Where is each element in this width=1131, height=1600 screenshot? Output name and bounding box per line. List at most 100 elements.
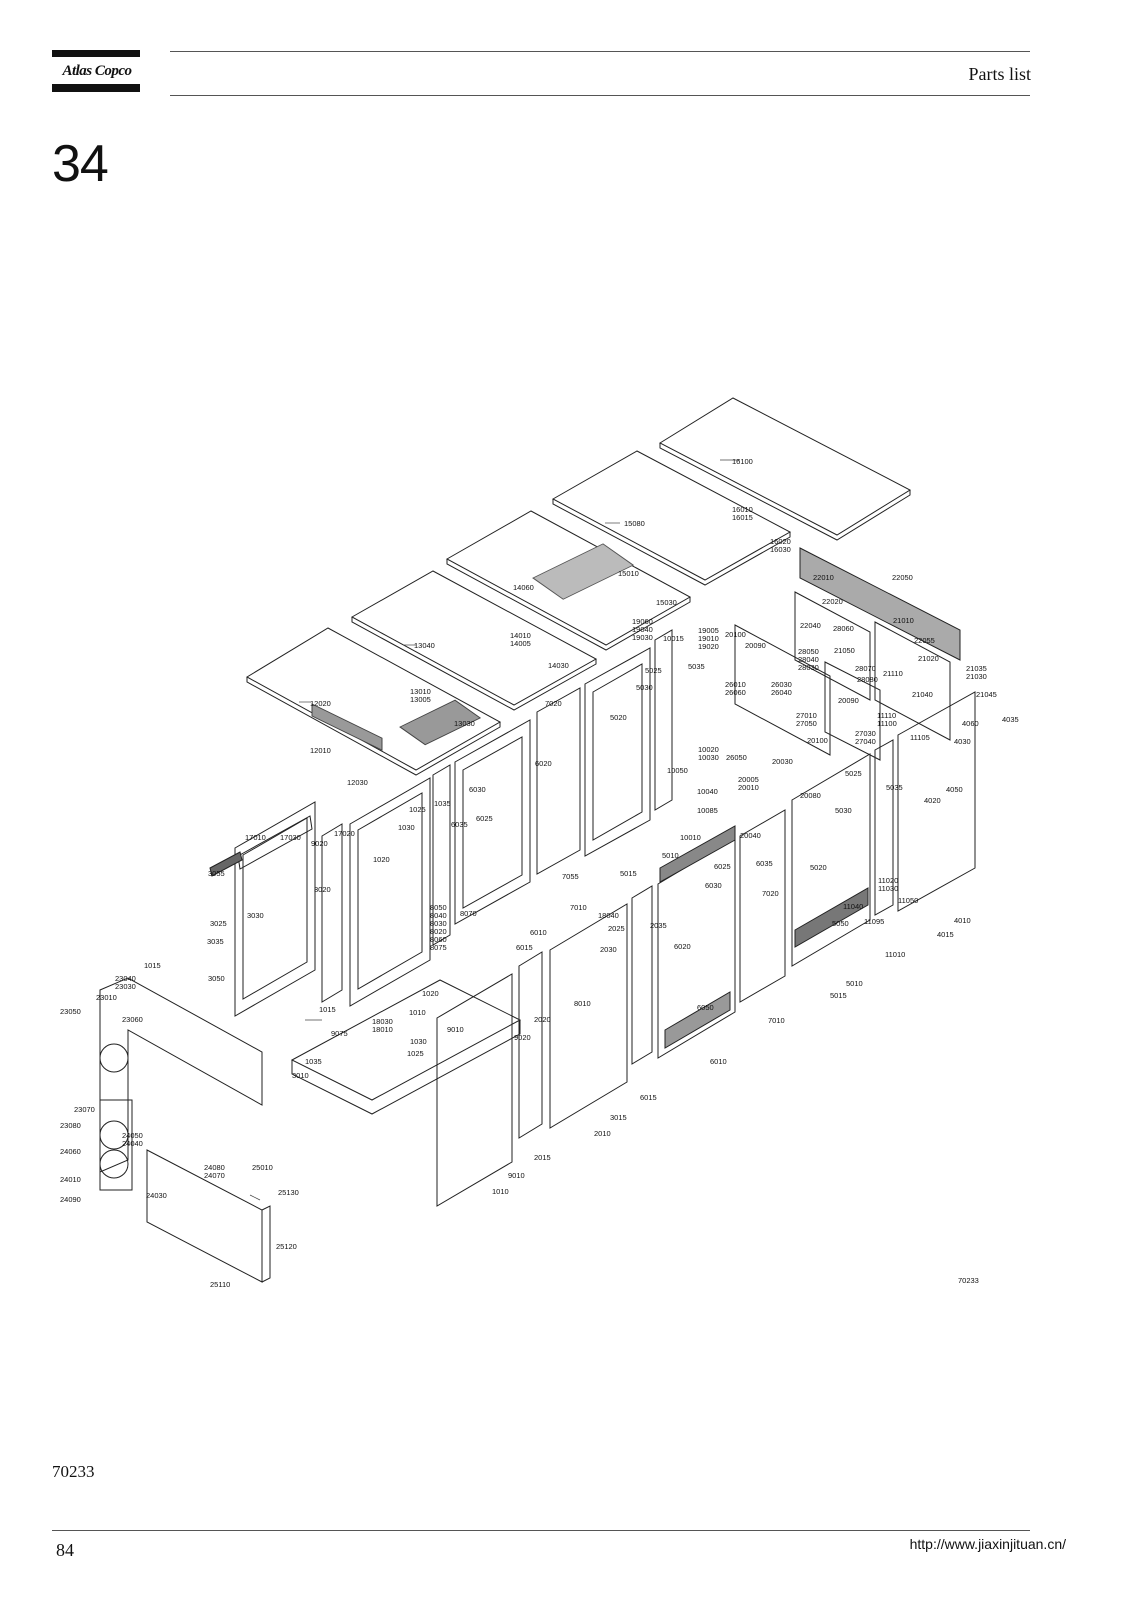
callout-2010: 3015 bbox=[610, 1113, 627, 1122]
callout-11020: 11020 11030 bbox=[878, 876, 899, 893]
callout-24060: 24050 24040 bbox=[122, 1131, 143, 1148]
callout-15010: 15010 bbox=[618, 569, 639, 578]
roof-panel-14 bbox=[445, 510, 692, 651]
roof-panel-12 bbox=[246, 627, 502, 776]
callout-10085: 10085 bbox=[697, 806, 718, 815]
callout-6030: 6030 bbox=[705, 881, 722, 890]
callout-7010: 7010 bbox=[768, 1016, 785, 1025]
callout-11050: 11050 bbox=[898, 896, 919, 905]
callout-12020: 12020 bbox=[310, 699, 331, 708]
callout-1025b: 1030 bbox=[410, 1037, 427, 1046]
drawing-reference: 70233 bbox=[958, 1276, 979, 1285]
header-rule-bottom bbox=[170, 95, 1030, 96]
callout-6025b: 6025 bbox=[476, 814, 493, 823]
callout-25010: 24080 24070 bbox=[204, 1163, 225, 1180]
callout-17010: 17010 bbox=[245, 833, 266, 842]
callout-11010: 11010 bbox=[885, 950, 906, 959]
callout-19005: 19005 19010 19020 bbox=[698, 626, 719, 651]
callout-14060: 14060 bbox=[513, 583, 534, 592]
callout-3055: 3055 bbox=[208, 869, 225, 878]
callout-7010b: 7010 bbox=[570, 903, 587, 912]
callout-3010: 1035 bbox=[305, 1057, 322, 1066]
footer-url[interactable]: http://www.jiaxinjituan.cn/ bbox=[909, 1536, 1066, 1552]
figure-number: 70233 bbox=[52, 1462, 95, 1481]
callout-1010: 1020 bbox=[422, 989, 439, 998]
callout-1025: 1025 bbox=[409, 805, 426, 814]
roof-panel-15 bbox=[551, 450, 792, 586]
callout-7020b: 7020 bbox=[762, 889, 779, 898]
callout-8050: 8050 8040 8030 8020 8060 8075 bbox=[430, 903, 447, 952]
callout-5020b: 5020 bbox=[810, 863, 827, 872]
section-number: 34 bbox=[52, 135, 109, 193]
logo-bar-bottom bbox=[52, 84, 140, 92]
callout-16010: 16010 16015 bbox=[732, 505, 753, 522]
page-number: 84 bbox=[56, 1540, 74, 1560]
callout-27030: 27030 27040 bbox=[855, 729, 876, 746]
callout-9010b: 2015 bbox=[534, 1153, 551, 1162]
callout-4010: 4010 bbox=[954, 916, 971, 925]
callout-20080: 20080 bbox=[800, 791, 821, 800]
strip-17 bbox=[209, 815, 313, 877]
callout-11105: 11105 bbox=[910, 733, 930, 742]
callout-5025: 5025 bbox=[645, 666, 662, 675]
callout-22055: 22055 bbox=[914, 636, 935, 645]
callout-24010: 24060 bbox=[60, 1147, 81, 1156]
callout-5035b: 5035 bbox=[886, 783, 903, 792]
callout-23010: 23040 23030 bbox=[115, 974, 136, 991]
callout-20090: 20090 bbox=[745, 641, 766, 650]
callout-23070: 23060 bbox=[122, 1015, 143, 1024]
callout-7055: 7055 bbox=[562, 872, 579, 881]
callout-21040: 21040 bbox=[912, 690, 933, 699]
callout-5020: 5020 bbox=[610, 713, 627, 722]
callout-16020: 16020 16030 bbox=[770, 537, 791, 554]
callout-6030b: 6030 bbox=[469, 785, 486, 794]
callout-14010: 14010 14005 bbox=[510, 631, 531, 648]
callout-20090b: 20090 bbox=[838, 696, 859, 705]
callout-23060: 23050 bbox=[60, 1007, 81, 1016]
callout-2025: 2025 bbox=[608, 924, 625, 933]
logo-bar-top bbox=[52, 50, 140, 57]
callout-12010: 12010 bbox=[310, 746, 331, 755]
callout-16100: 16100 bbox=[732, 457, 753, 466]
leader-lines bbox=[249, 459, 740, 1201]
callout-21050: 21050 bbox=[834, 646, 855, 655]
roof-panel-13 bbox=[350, 570, 598, 711]
callout-5035: 5035 bbox=[688, 662, 705, 671]
callout-22040: 22040 bbox=[800, 621, 821, 630]
callout-26010: 26010 26060 bbox=[725, 680, 746, 697]
logo-wordmark: Atlas Copco bbox=[62, 63, 132, 79]
callout-25110: 25120 bbox=[276, 1242, 297, 1251]
callout-2035: 2035 bbox=[650, 921, 667, 930]
callout-20030: 20030 bbox=[772, 757, 793, 766]
callout-3035: 3035 bbox=[207, 937, 224, 946]
callout-13040: 13040 bbox=[414, 641, 435, 650]
callout-3020: 3020 bbox=[314, 885, 331, 894]
callout-6035: 6035 bbox=[756, 859, 773, 868]
callout-5010: 5010 bbox=[662, 851, 679, 860]
callout-20100b: 20100 bbox=[807, 736, 828, 745]
callout-1010b: 9010 bbox=[508, 1171, 525, 1180]
callout-10010: 10010 bbox=[680, 833, 701, 842]
callout-20040: 20040 bbox=[740, 831, 761, 840]
callout-2020: 8010 bbox=[574, 999, 591, 1008]
callout-28060: 28060 bbox=[833, 624, 854, 633]
callout-9020b: 2020 bbox=[534, 1015, 551, 1024]
callout-8070: 8070 bbox=[460, 909, 477, 918]
callout-3015: 3010 bbox=[292, 1071, 309, 1080]
callout-9075: 1015 bbox=[319, 1005, 336, 1014]
callout-22050: 22050 bbox=[892, 573, 913, 582]
callout-11095: 11095 bbox=[864, 917, 885, 926]
callout-10040: 10040 bbox=[697, 787, 718, 796]
floor-frame bbox=[290, 979, 522, 1115]
callout-10020: 10020 10030 bbox=[698, 745, 719, 762]
callout-17020: 17020 bbox=[334, 829, 355, 838]
callout-17030: 17030 bbox=[280, 833, 301, 842]
callout-6010: 6010 bbox=[530, 928, 547, 937]
callout-28070: 28070 bbox=[855, 664, 876, 673]
callout-1035: 1035 bbox=[434, 799, 451, 808]
front-end-panel bbox=[99, 977, 263, 1191]
callout-26030: 26030 26040 bbox=[771, 680, 792, 697]
callout-5015b: 5015 bbox=[620, 869, 637, 878]
callout-1030b: 9010 bbox=[447, 1025, 464, 1034]
